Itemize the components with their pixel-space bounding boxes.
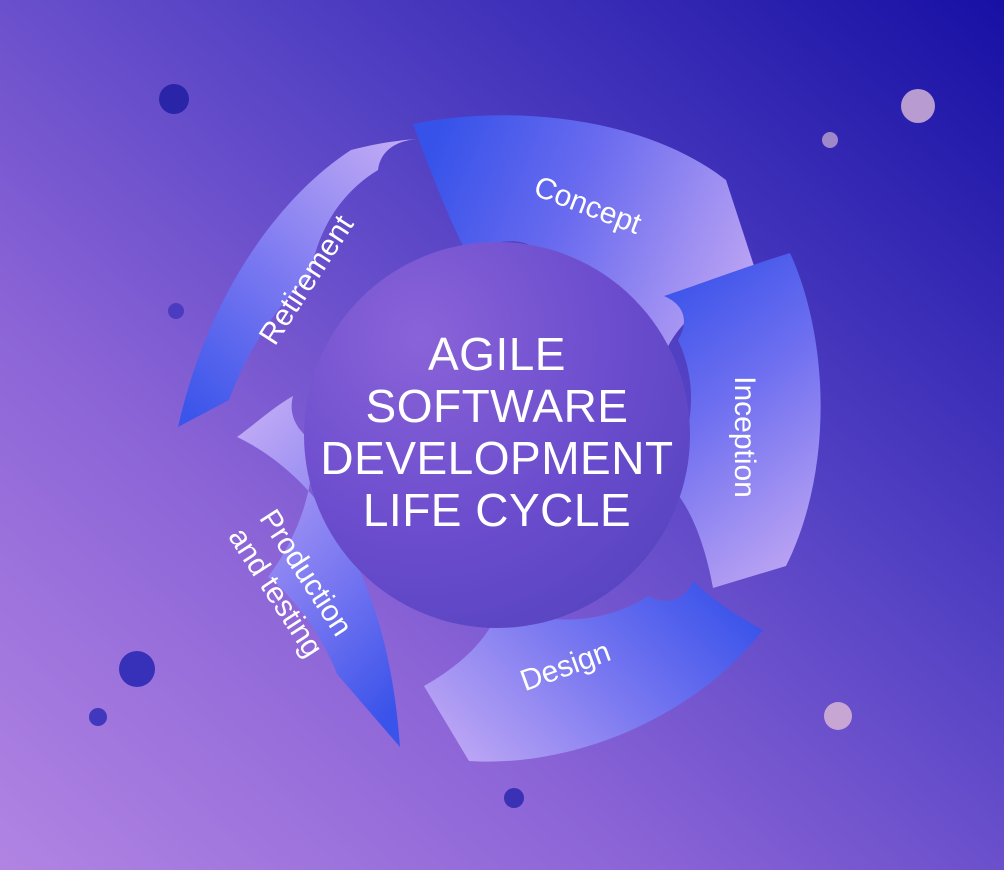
dot-4 xyxy=(89,708,107,726)
dot-3 xyxy=(119,651,155,687)
dot-1 xyxy=(159,84,189,114)
segment-retirement-shape[interactable] xyxy=(178,139,419,427)
dot-5 xyxy=(504,788,524,808)
dot-6 xyxy=(824,702,852,730)
dot-2 xyxy=(168,303,184,319)
dot-8 xyxy=(822,132,838,148)
segment-label-inception: Inception xyxy=(728,376,761,498)
center-disc xyxy=(304,242,690,628)
segment-inception-shape[interactable] xyxy=(664,253,821,588)
center-title: AGILE SOFTWARE DEVELOPMENT LIFE CYCLE xyxy=(320,328,673,536)
center-title-line-1: AGILE xyxy=(428,328,566,380)
center-title-line-4: LIFE CYCLE xyxy=(363,484,631,536)
segment-inception[interactable] xyxy=(664,253,821,588)
decorative-dots xyxy=(89,84,935,808)
center-title-line-2: SOFTWARE xyxy=(366,380,629,432)
dot-7 xyxy=(901,89,935,123)
segment-production-and-testing[interactable] xyxy=(237,396,400,747)
segment-retirement[interactable] xyxy=(178,139,419,427)
cycle-segments xyxy=(178,115,821,762)
segment-production-shape[interactable] xyxy=(237,396,400,747)
center-title-line-3: DEVELOPMENT xyxy=(320,432,673,484)
